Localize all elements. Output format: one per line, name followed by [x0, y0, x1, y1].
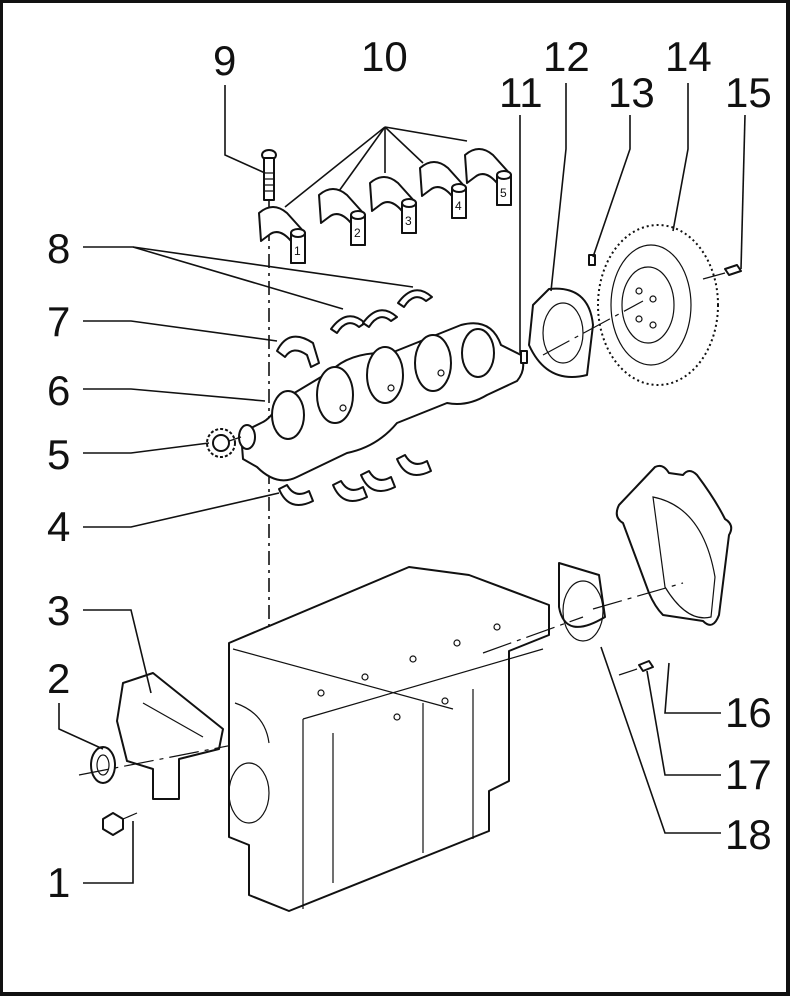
dowel-pin: [520, 350, 528, 364]
leader-8b: [132, 246, 414, 288]
bearing-cap-2: 2: [318, 188, 366, 246]
leader-2: [58, 703, 104, 750]
callout-1: 1: [47, 859, 70, 906]
pump-bolt: [102, 812, 138, 836]
lower-bearing-shells: [278, 454, 432, 506]
callout-13: 13: [608, 69, 655, 116]
rear-main-seal: [558, 562, 606, 642]
bearing-cap-5: 5: [464, 148, 512, 206]
leader-17: [646, 670, 721, 776]
cap-bolt: [261, 149, 277, 201]
bearing-cap-number: 4: [455, 199, 462, 213]
leader-18: [600, 646, 721, 834]
leader-10a: [284, 126, 386, 208]
seal-plate: [528, 287, 594, 378]
callout-6: 6: [47, 367, 70, 414]
callout-14: 14: [665, 33, 712, 80]
bearing-cap-number: 1: [294, 244, 301, 258]
leader-5: [83, 442, 210, 454]
leader-3: [83, 609, 152, 694]
callout-18: 18: [725, 811, 772, 858]
front-oil-seal: [78, 742, 244, 784]
bearing-cap-1: 1: [258, 206, 306, 264]
callout-9: 9: [213, 37, 236, 84]
crank-sprocket: [206, 428, 242, 458]
bearing-cap-3: 3: [369, 176, 417, 234]
callout-8: 8: [47, 225, 70, 272]
crankshaft: [238, 322, 525, 482]
flywheel-bolt: [702, 264, 742, 280]
leader-6: [83, 388, 266, 402]
rear-plate-gasket: [615, 464, 733, 626]
leader-10e: [384, 126, 468, 142]
flywheel-dowel: [588, 254, 596, 266]
callout-4: 4: [47, 503, 70, 550]
leader-16: [664, 662, 721, 714]
leader-13: [592, 115, 631, 258]
bearing-cap-number: 5: [500, 186, 507, 200]
leader-4: [83, 492, 280, 528]
leader-15: [740, 114, 746, 270]
leader-14: [672, 83, 689, 232]
callout-labels: 1 2 3 4 5 6 7 8 9 10 11 12 13 14 15 16 1…: [47, 33, 772, 906]
bearing-caps: 1 2 3 4 5: [258, 148, 512, 264]
leader-9: [224, 85, 266, 174]
seal-bolt: [618, 660, 654, 676]
callout-15: 15: [725, 69, 772, 116]
leader-10b: [338, 126, 386, 192]
upper-bearing-shell: [276, 335, 320, 368]
callout-3: 3: [47, 587, 70, 634]
leader-12: [550, 83, 567, 292]
flywheel: [542, 224, 719, 386]
callout-5: 5: [47, 431, 70, 478]
callout-10: 10: [361, 33, 408, 80]
leader-10d: [384, 126, 424, 164]
callout-2: 2: [47, 655, 70, 702]
callout-17: 17: [725, 751, 772, 798]
callout-7: 7: [47, 298, 70, 345]
oil-pump-housing: [116, 672, 224, 800]
bearing-cap-number: 2: [354, 226, 361, 240]
callout-16: 16: [725, 689, 772, 736]
thrust-bearing-shells: [330, 289, 433, 334]
callout-11: 11: [499, 69, 543, 116]
bearing-cap-4: 4: [419, 161, 467, 219]
leader-lines: [58, 83, 746, 884]
exploded-view-drawing: 1 2 3 4 5: [47, 33, 772, 912]
callout-12: 12: [543, 33, 590, 80]
leader-1: [83, 821, 134, 884]
bearing-cap-number: 3: [405, 214, 412, 228]
leader-7: [83, 320, 278, 342]
cylinder-block: [228, 566, 684, 912]
